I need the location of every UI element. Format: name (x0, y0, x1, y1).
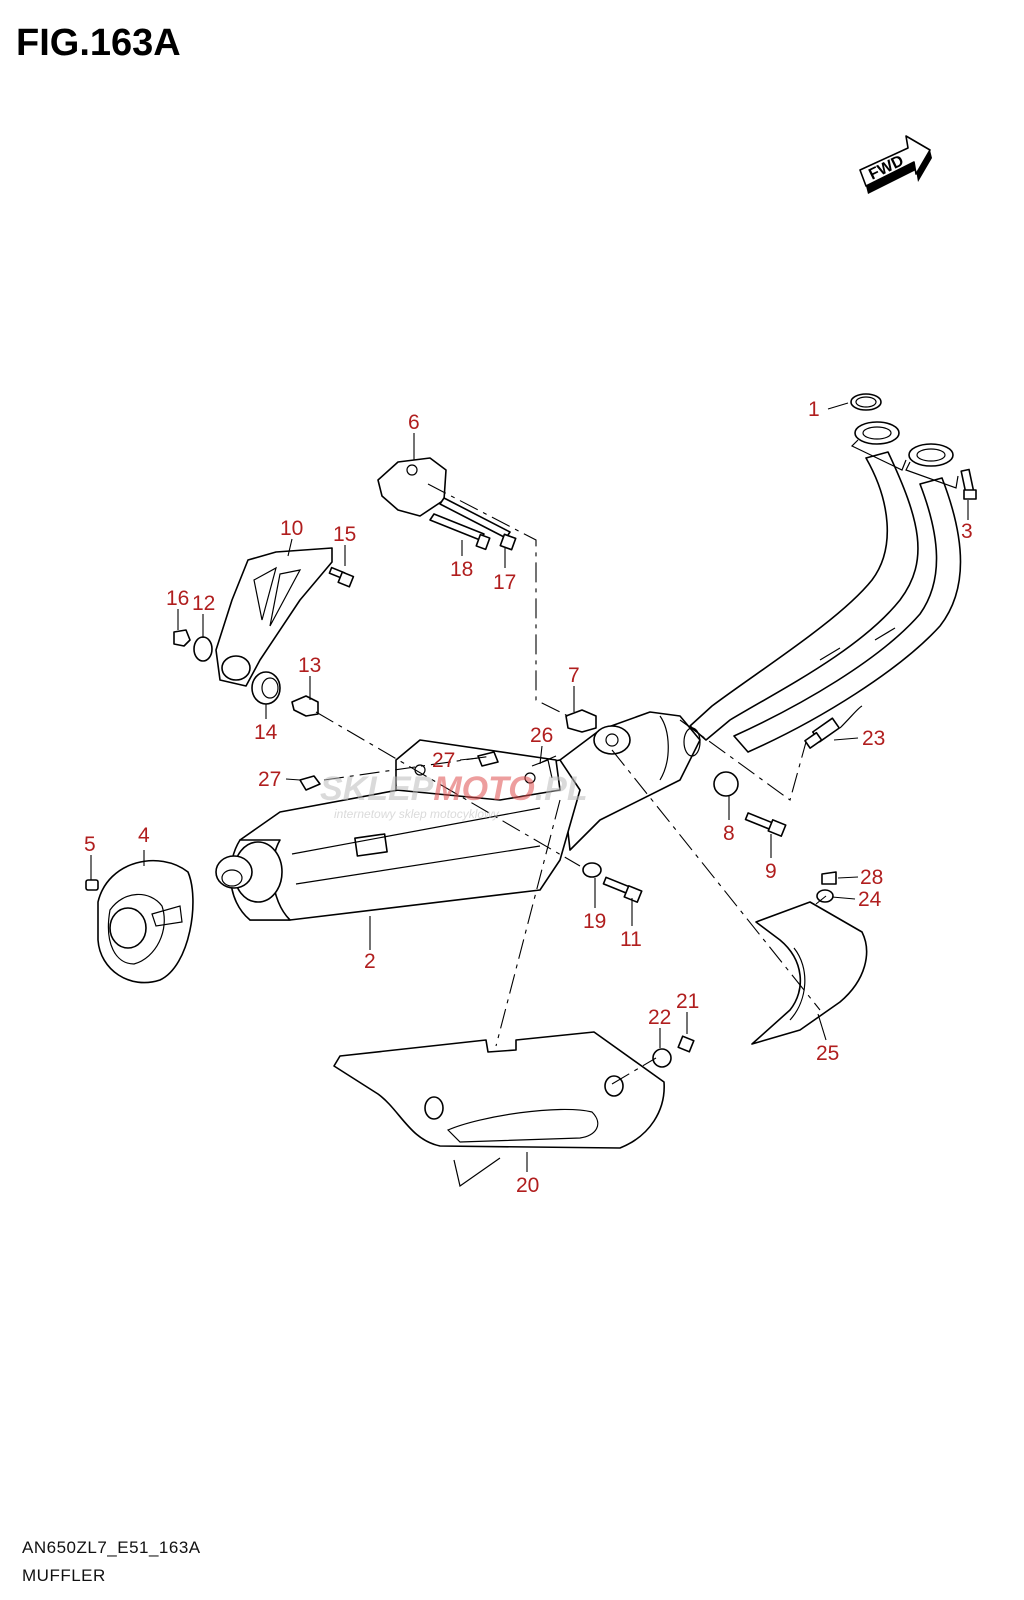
exhaust-header-pipes (689, 421, 962, 753)
watermark: SKLEPMOTO.PL internetowy sklep motocyklo… (320, 770, 588, 821)
callout-15: 15 (333, 523, 356, 546)
long-bolt-2 (439, 497, 517, 551)
shield-collar (652, 1048, 672, 1068)
cap-screw (85, 879, 99, 891)
cover-screw (821, 871, 837, 885)
mount-bolt (602, 876, 643, 903)
callout-3: 3 (961, 520, 973, 543)
callout-8: 8 (723, 822, 735, 845)
callout-24: 24 (858, 888, 882, 911)
damper-bolt (744, 812, 787, 837)
mid-pipe-catalyzer (559, 711, 701, 851)
collar-bushing (291, 695, 319, 717)
callout-10: 10 (280, 517, 303, 540)
figure-code: AN650ZL7_E51_163A (22, 1538, 201, 1557)
leader-lines (90, 402, 969, 1172)
stud-bolt (960, 468, 977, 500)
hanger-bracket (377, 457, 447, 517)
clamp-clip (531, 755, 557, 779)
oxygen-sensor (804, 705, 863, 749)
callout-6: 6 (408, 411, 420, 434)
callout-16: 16 (166, 587, 189, 610)
callout-27b: 27 (258, 768, 281, 791)
watermark-mid: MOTO (433, 770, 534, 808)
figure-name: MUFFLER (22, 1566, 106, 1585)
callout-13: 13 (298, 654, 321, 677)
callout-1: 1 (808, 398, 820, 421)
mount-washer (582, 862, 602, 878)
callout-14: 14 (254, 721, 278, 744)
callout-19: 19 (583, 910, 606, 933)
muffler-protector-cover (751, 901, 868, 1045)
muffler-end-cap (97, 859, 194, 984)
bracket-bolt (328, 566, 355, 588)
callout-12: 12 (192, 592, 215, 615)
callout-4: 4 (138, 824, 150, 847)
shield-screw (677, 1035, 695, 1053)
gasket-ring (850, 393, 882, 411)
callout-17: 17 (493, 571, 516, 594)
clip-nut (299, 751, 499, 791)
bracket-nut (173, 629, 191, 647)
callout-23: 23 (862, 727, 885, 750)
assembly-guide-lines (315, 483, 827, 1085)
callout-25: 25 (816, 1042, 839, 1065)
heat-shield (333, 1031, 665, 1188)
cover-collar (816, 889, 834, 903)
rubber-cushion (251, 671, 281, 705)
callout-27a: 27 (432, 749, 455, 772)
figure-title: FIG.163A (16, 22, 181, 64)
callout-26: 26 (530, 724, 553, 747)
muffler-bracket-plate (395, 739, 561, 801)
callout-2: 2 (364, 950, 376, 973)
rubber-damper (713, 771, 739, 797)
callout-21: 21 (676, 990, 699, 1013)
watermark-left: SKLEP (320, 770, 434, 808)
callout-7: 7 (568, 664, 580, 687)
mount-collar (565, 709, 597, 733)
callout-11: 11 (620, 928, 642, 951)
callout-20: 20 (516, 1174, 539, 1197)
long-bolt (429, 513, 491, 551)
watermark-sub: internetowy sklep motocyklowy (334, 807, 500, 821)
bracket-washer (193, 636, 213, 662)
callout-28: 28 (860, 866, 883, 889)
callout-5: 5 (84, 833, 96, 856)
callout-9: 9 (765, 860, 777, 883)
muffler-mount-bracket (215, 547, 333, 687)
fwd-arrow-icon: FWD (859, 135, 932, 194)
callout-22: 22 (648, 1006, 671, 1029)
watermark-right: .PL (535, 770, 588, 808)
svg-text:SKLEPMOTO.PL: SKLEPMOTO.PL (320, 770, 588, 808)
callout-18: 18 (450, 558, 473, 581)
callouts: 1 2 3 4 5 6 7 8 9 10 11 12 13 14 15 16 1… (84, 398, 973, 1197)
